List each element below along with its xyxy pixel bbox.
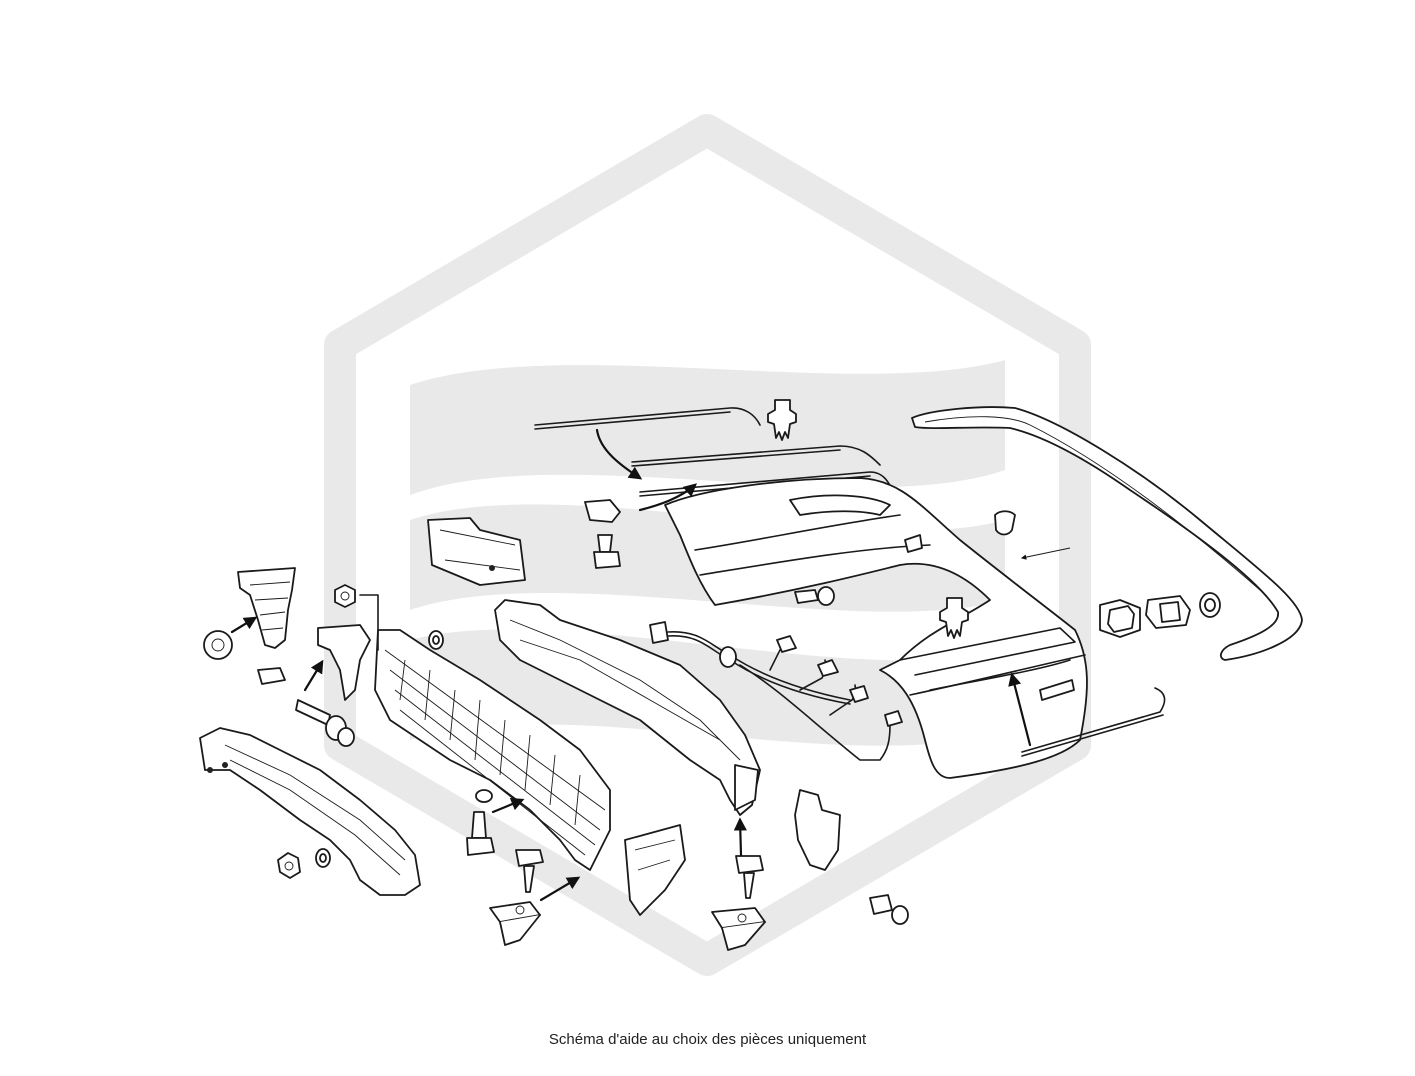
side-guide-bracket (237, 567, 296, 649)
screw-left-icon (515, 849, 544, 893)
middle-trim-strip (631, 445, 881, 467)
washer-icon (428, 630, 444, 650)
bolt-left-icon (466, 811, 495, 856)
push-clip-top-icon (767, 399, 797, 441)
hex-nut-bottom-icon (277, 852, 301, 879)
washer-bottom-icon (315, 848, 331, 868)
expansion-rivet-icon (295, 699, 355, 747)
hex-nut-icon (334, 584, 356, 608)
bottom-trim-strip (1021, 687, 1166, 757)
u-nut-clip-left-icon (489, 901, 541, 946)
star-nut-icon (203, 630, 233, 660)
assembly-arrows (230, 428, 1071, 902)
lower-carrier-beam (199, 727, 421, 896)
push-clip-right-icon (939, 597, 969, 639)
energy-absorber-upper (427, 517, 526, 586)
bumper-cover (664, 477, 1088, 779)
bumper-guide-right (794, 789, 841, 871)
spring-nut-icon (584, 499, 621, 523)
screw-top-icon (593, 534, 621, 569)
bumper-guide-left (624, 824, 686, 916)
wiring-harness (649, 621, 903, 761)
rivet-bottom-icon (869, 894, 909, 925)
bumper-bracket-clip-icon (994, 510, 1016, 536)
sensor-holder-icon (1099, 599, 1141, 638)
washer-mid-icon (475, 789, 493, 803)
lower-spoiler-trim (911, 406, 1303, 661)
rivet-icon (794, 586, 835, 606)
left-mounting-bracket (317, 594, 379, 701)
u-nut-clip-right-icon (711, 907, 766, 951)
sensor-ring-icon (1199, 592, 1221, 618)
clip-small-icon (257, 667, 286, 685)
diagram-caption: Schéma d'aide au choix des pièces unique… (548, 1031, 867, 1048)
screw-right-icon (735, 855, 764, 899)
watermark-logo-icon (324, 114, 1091, 976)
bumper-reinforcement (374, 629, 611, 871)
energy-absorber-main (494, 599, 761, 816)
upper-trim-strip (534, 407, 761, 430)
parking-sensor-icon (1145, 595, 1191, 629)
